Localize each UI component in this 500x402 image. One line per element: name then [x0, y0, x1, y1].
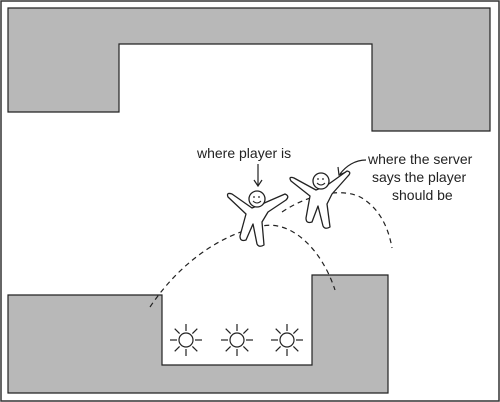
bottom-platform — [7, 274, 389, 394]
top-platform — [7, 7, 491, 132]
label-player-actual: where player is — [196, 145, 291, 161]
arrow-icon — [337, 159, 367, 176]
hazard-spike-icon — [271, 324, 303, 356]
label-player-server-line1: where the server — [367, 151, 473, 167]
hazard-spike-icon — [221, 324, 253, 356]
hazard-spike-icon — [170, 324, 202, 356]
player-server-icon — [289, 170, 351, 229]
arrow-icon — [253, 164, 263, 188]
trajectory-actual — [149, 224, 336, 308]
player-actual-icon — [226, 190, 289, 247]
trajectory-server — [281, 192, 393, 249]
label-player-server-line2: says the player — [372, 169, 466, 185]
label-player-server-line3: should be — [392, 187, 453, 203]
